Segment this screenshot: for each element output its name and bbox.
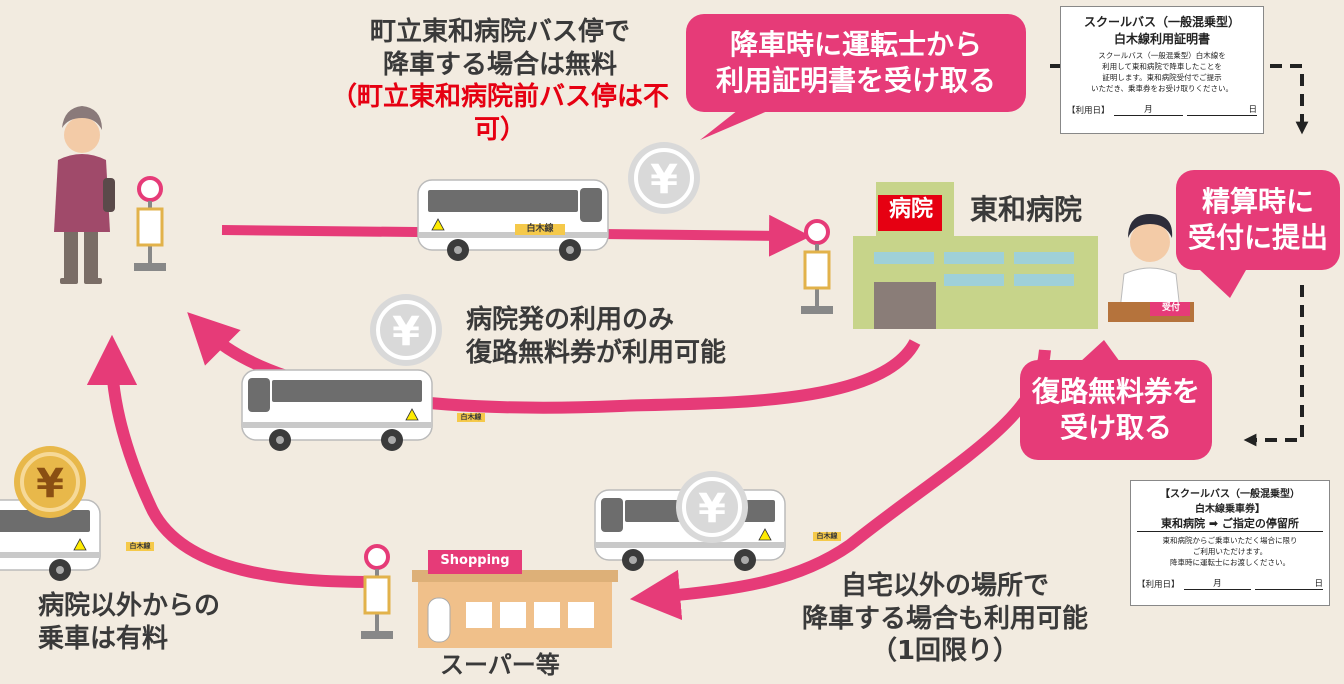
- callout-submit-line2: 受付に提出: [1187, 221, 1328, 254]
- other-dropoff-note-line3: （1回限り）: [870, 636, 1020, 666]
- receptionist-figure: [1108, 214, 1194, 322]
- yen-coin-bottom: [676, 471, 748, 543]
- callout-receive-certificate-line1: 降車時に運転士から: [729, 27, 982, 61]
- top-note: 町立東和病院バス停で 降車する場合は無料 （町立東和病院前バス停は不可）: [330, 16, 670, 146]
- bus-to-shop-label: 白木線: [813, 532, 841, 541]
- yen-coin-top: [628, 142, 700, 214]
- bus-return: [241, 369, 433, 452]
- certificate-body3: 証明します。東和病院受付でご提示: [1102, 72, 1222, 82]
- bus-outbound: [417, 179, 609, 262]
- bus-from-shop-label: 白木線: [126, 542, 154, 551]
- ticket-body1: 東和病院からご乗車いただく場合に限り: [1162, 536, 1298, 545]
- yen-coin-middle: [370, 294, 442, 366]
- ticket-month: 月: [1183, 577, 1252, 590]
- paid-note-line1: 病院以外からの: [38, 591, 221, 621]
- ticket-route: 東和病院 ➡ ご指定の停留所: [1137, 515, 1323, 532]
- ticket-title1: 【スクールバス（一般混乗型）: [1160, 489, 1300, 500]
- bus-stop-home: [132, 176, 168, 273]
- callout-submit-line1: 精算時に: [1201, 184, 1314, 218]
- yen-symbol-middle: ¥: [392, 309, 420, 355]
- dashed-submit-flow: [1243, 285, 1304, 447]
- return-ticket: 【スクールバス（一般混乗型） 白木線乗車券】 東和病院 ➡ ご指定の停留所 東和…: [1130, 480, 1330, 606]
- callout-receive-ticket-line1: 復路無料券を: [1031, 374, 1200, 408]
- paid-note-line2: 乗車は有料: [38, 623, 169, 654]
- yen-coin-paid: [14, 446, 86, 518]
- top-note-line3: （町立東和病院前バス停は不可）: [330, 82, 669, 145]
- callout-receive-certificate-line2: 利用証明書を受け取る: [715, 64, 996, 97]
- return-note: 病院発の利用のみ 復路無料券が利用可能: [466, 304, 726, 369]
- ticket-body3: 降車時に運転士にお渡しください。: [1170, 557, 1290, 567]
- ticket-date-label: 【利用日】: [1137, 579, 1180, 590]
- yen-symbol-bottom: ¥: [698, 486, 726, 532]
- bus-return-label: 白木線: [457, 413, 485, 422]
- shop-label: スーパー等: [440, 651, 560, 679]
- callout-submit: 精算時に 受付に提出: [1176, 170, 1340, 270]
- top-note-line1: 町立東和病院バス停で: [369, 17, 630, 47]
- return-note-line1: 病院発の利用のみ: [466, 305, 675, 335]
- arrow-shop-to-home: [86, 334, 376, 588]
- certificate-date-label: 【利用日】: [1067, 105, 1110, 116]
- ticket-day: 日: [1255, 577, 1324, 590]
- other-dropoff-note-line2: 降車する場合も利用可能: [801, 603, 1088, 634]
- ticket-body2: ご利用いただけます。: [1192, 546, 1268, 556]
- passenger-figure: [54, 106, 115, 284]
- hospital-building: [853, 182, 1098, 329]
- shop-building: [412, 570, 618, 648]
- callout-receive-ticket-line2: 受け取る: [1059, 411, 1172, 444]
- certificate-month: 月: [1113, 103, 1184, 116]
- bus-stop-hospital: [799, 219, 835, 316]
- reception-desk-label: 受付: [1161, 303, 1180, 313]
- yen-symbol-paid: ¥: [36, 461, 64, 507]
- paid-note: 病院以外からの 乗車は有料: [38, 590, 220, 655]
- other-dropoff-note-line1: 自宅以外の場所で: [840, 571, 1049, 601]
- yen-symbol-top: ¥: [650, 157, 678, 203]
- bus-outbound-label: 白木線: [515, 224, 565, 236]
- shop-sign-bg: [428, 550, 522, 574]
- certificate-day: 日: [1187, 103, 1258, 116]
- hospital-sign: 病院: [888, 197, 933, 222]
- callout-receive-certificate: 降車時に運転士から 利用証明書を受け取る: [686, 14, 1026, 112]
- shop-sign: Shopping: [440, 553, 510, 568]
- certificate-title2: 白木線利用証明書: [1113, 32, 1210, 46]
- hospital-sign-bg: [878, 195, 942, 231]
- certificate-body2: 利用して東和病院で降車したことを: [1102, 61, 1222, 71]
- return-note-line2: 復路無料券が利用可能: [466, 337, 727, 368]
- certificate-title1: スクールバス（一般混乗型）: [1083, 15, 1240, 29]
- callout-receive-ticket: 復路無料券を 受け取る: [1020, 360, 1212, 460]
- ticket-title2: 白木線乗車券】: [1195, 504, 1265, 515]
- certificate-body4: いただき、乗車券をお受け取りください。: [1091, 83, 1233, 93]
- usage-certificate: スクールバス（一般混乗型） 白木線利用証明書 スクールバス（一般混乗型）白木線を…: [1060, 6, 1264, 134]
- hospital-name: 東和病院: [970, 193, 1083, 226]
- top-note-line2: 降車する場合は無料: [382, 49, 617, 80]
- bus-stop-shop: [359, 544, 395, 641]
- other-dropoff-note: 自宅以外の場所で 降車する場合も利用可能 （1回限り）: [760, 570, 1130, 668]
- certificate-body1: スクールバス（一般混乗型）白木線を: [1098, 51, 1226, 60]
